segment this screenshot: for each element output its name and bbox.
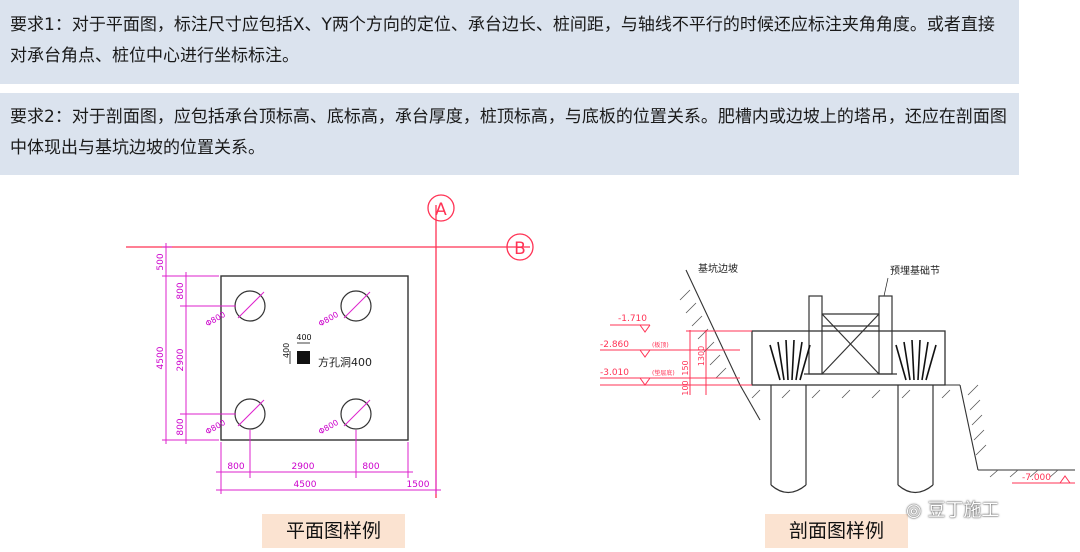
elevation-bottom: -7.000 [1022,473,1051,483]
section-drawing: 基坑边坡 预埋基础节 [600,262,1075,494]
pile-top-right: Φ800 [317,290,372,329]
square-hole: 400 400 方孔洞400 [282,333,372,369]
requirement-2: 要求2：对于剖面图，应包括承台顶标高、底标高，承台厚度，桩顶标高，与底板的位置关… [0,93,1019,175]
tower-base-frame [804,295,897,375]
slope-label: 基坑边坡 [698,262,738,275]
plan-dim-left-total: 4500 [156,346,166,369]
svg-text:400: 400 [296,333,311,342]
left-pile-rebar [769,339,811,381]
svg-text:Φ800: Φ800 [204,310,227,329]
pile-bottom-left: Φ800 [204,398,266,437]
axis-a-bubble [427,194,455,222]
plan-dim-bottom-2: 2900 [292,462,315,472]
section-dim-3: 100 [681,380,690,395]
axis-b-label: B [514,239,526,259]
excavation-slope [685,269,1075,471]
plan-dim-offset: 1500 [407,480,430,490]
pile-cap-outline [220,275,409,441]
plan-dim-left-1: 800 [176,282,186,299]
plan-dim-left-2: 2900 [176,348,186,371]
plan-dim-total: 4500 [294,480,317,490]
plan-drawing: A B Φ800 Φ800 Φ800 Φ800 [126,194,534,498]
svg-text:Φ800: Φ800 [204,418,227,437]
axis-b-bubble [506,233,534,261]
elevation-1: -1.710 [618,314,647,324]
section-pile-cap [751,330,946,386]
watermark: ◎ 豆丁施工 [906,500,1000,521]
svg-text:Φ800: Φ800 [317,418,340,437]
axis-a-label: A [435,200,447,220]
plan-dim-bottom-1: 800 [227,462,244,472]
section-piles [770,385,934,494]
section-dim-1: 1300 [697,346,706,366]
elevation-marks [600,324,1075,484]
embedded-node-label: 预埋基础节 [890,264,940,277]
slope-hatching [679,289,1059,478]
svg-text:400: 400 [282,343,291,358]
plan-left-dims [162,243,236,444]
wechat-icon: ◎ [906,500,928,521]
elevation-3: -3.010 [600,368,629,378]
pile-bottom-right: Φ800 [317,398,372,437]
plan-bottom-dims [216,430,441,494]
elevation-2-note: (板顶) [652,341,669,349]
section-caption: 剖面图样例 [765,514,908,548]
right-pile-rebar [895,339,937,381]
plan-dim-left-3: 800 [176,418,186,435]
plan-dim-top-offset: 500 [156,253,166,270]
requirement-1: 要求1：对于平面图，标注尺寸应包括X、Y两个方向的定位、承台边长、桩间距，与轴线… [0,0,1019,84]
svg-text:方孔洞400: 方孔洞400 [318,355,372,369]
elevation-3-note: (垫层底) [652,369,675,377]
svg-text:Φ800: Φ800 [317,310,340,329]
section-dim-2: 150 [681,360,690,375]
plan-caption: 平面图样例 [262,514,405,548]
plan-dim-bottom-3: 800 [362,462,379,472]
pile-top-left: Φ800 [204,290,266,329]
elevation-2: -2.860 [600,340,629,350]
